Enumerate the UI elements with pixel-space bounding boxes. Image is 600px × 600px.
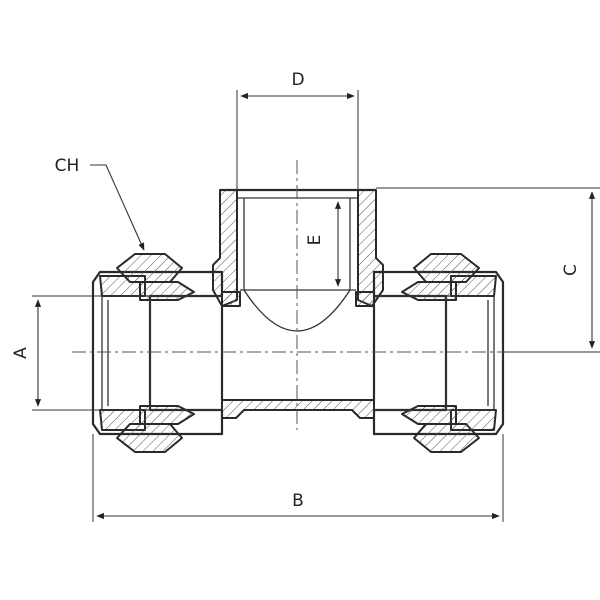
- label-a: A: [11, 347, 31, 359]
- label-d: D: [291, 70, 304, 90]
- right-compression-nut: [372, 253, 505, 453]
- label-c: C: [561, 264, 581, 276]
- leader-ch: [90, 164, 145, 251]
- label-ch: CH: [55, 156, 80, 176]
- dimension-d: [236, 90, 359, 190]
- label-b: B: [292, 491, 304, 511]
- tee-body: [212, 188, 384, 419]
- dimension-b: [92, 434, 504, 522]
- left-compression-nut: [91, 253, 224, 453]
- label-e: E: [305, 235, 325, 246]
- dimension-c: [376, 187, 600, 353]
- dimension-a: [32, 295, 102, 411]
- center-lines: [72, 160, 520, 430]
